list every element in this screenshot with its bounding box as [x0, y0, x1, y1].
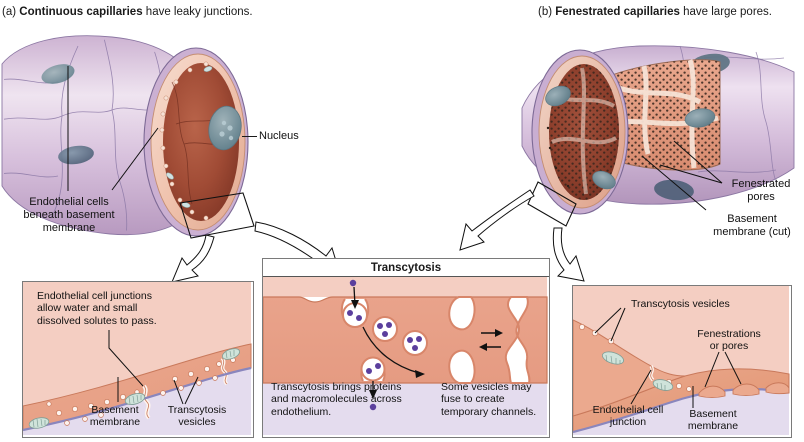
panel-right-fenestrations-line1: Fenestrations [697, 328, 761, 340]
label-basement-membrane-cut-line2: membrane (cut) [713, 226, 791, 238]
panel-transcytosis-caption-right: Some vesicles may fuse to create tempora… [441, 381, 547, 418]
leader-fenestrated-pores [659, 140, 723, 184]
panel-transcytosis-caption-right-line1: Some vesicles may [441, 381, 532, 393]
panel-transcytosis-caption-right-line3: temporary channels. [441, 405, 537, 418]
panel-right-label-endothelial-junction: Endothelial cell junction [577, 404, 679, 429]
leader-basement-membrane-cut [641, 155, 707, 211]
panel-left-callout-line1: Endothelial cell junctions [37, 290, 152, 302]
label-endothelial-cells-a: Endothelial cells beneath basement membr… [4, 196, 134, 235]
panel-transcytosis-artwork [263, 277, 548, 435]
panel-left-callout-line2: allow water and small [37, 302, 138, 315]
panel-transcytosis-caption-left-line3: endothelium. [271, 405, 332, 418]
leader-nucleus-a [242, 136, 257, 137]
panel-left-vesicles-line2: vesicles [178, 416, 216, 429]
header-a-prefix: (a) [2, 6, 17, 18]
header-b-rest: have large pores. [683, 6, 772, 18]
label-endothelial-cells-a-line2: beneath basement [23, 209, 115, 221]
panel-continuous-detail: Endothelial cell junctions allow water a… [22, 281, 254, 438]
label-basement-membrane-cut-line1: Basement [727, 213, 777, 225]
panel-transcytosis-caption-left-line2: and macromolecules across [271, 393, 402, 406]
panel-left-artwork [23, 282, 252, 435]
label-fenestrated-pores-line2: pores [747, 191, 775, 203]
panel-transcytosis-caption-left-line1: Transcytosis brings proteins [271, 381, 402, 393]
panel-left-label-basement-membrane: Basement membrane [65, 404, 165, 429]
header-a-bold: Continuous capillaries [19, 6, 143, 18]
header-b: (b) Fenestrated capillaries have large p… [538, 5, 772, 19]
panel-transcytosis-caption-right-line2: fuse to create [441, 393, 505, 406]
label-endothelial-cells-a-line1: Endothelial cells [29, 196, 109, 208]
panel-right-fenestrations-line2: or pores [709, 340, 749, 353]
panel-left-callout: Endothelial cell junctions allow water a… [37, 290, 227, 327]
panel-right-junction-line1: Endothelial cell [592, 404, 664, 416]
header-b-bold: Fenestrated capillaries [555, 6, 680, 18]
panel-right-basement-line2: membrane [687, 420, 739, 433]
panel-left-vesicles-line1: Transcytosis [167, 404, 227, 416]
panel-right-junction-line2: junction [609, 416, 647, 429]
header-b-prefix: (b) [538, 6, 553, 18]
label-fenestrated-pores: Fenestrated pores [718, 178, 804, 204]
panel-right-basement-line1: Basement [689, 408, 737, 420]
label-basement-membrane-cut: Basement membrane (cut) [700, 213, 804, 239]
header-a-rest: have leaky junctions. [145, 6, 253, 18]
header-a: (a) Continuous capillaries have leaky ju… [2, 5, 253, 19]
label-nucleus-a: Nucleus [259, 130, 299, 142]
label-endothelial-cells-a-line3: membrane [42, 222, 96, 234]
leader-endothelial-cells-a [67, 66, 159, 191]
panel-left-basement-line2: membrane [89, 416, 141, 429]
panel-right-label-transcytosis-vesicles: Transcytosis vesicles [631, 298, 730, 310]
panel-left-callout-line3: dissolved solutes to pass. [37, 314, 157, 327]
right-vessel-zoom-callout [459, 181, 585, 282]
continuous-capillary-illustration [1, 35, 249, 237]
panel-right-artwork [573, 286, 790, 435]
fenestrated-capillary-illustration [521, 45, 795, 215]
panel-transcytosis: Transcytosis [262, 258, 550, 438]
label-fenestrated-pores-line1: Fenestrated [731, 178, 791, 190]
panel-left-label-transcytosis-vesicles: Transcytosis vesicles [149, 404, 245, 429]
panel-right-label-fenestrations: Fenestrations or pores [685, 328, 773, 353]
panel-fenestrated-detail: Transcytosis vesicles Fenestrations or p… [572, 285, 792, 438]
panel-transcytosis-title: Transcytosis [263, 259, 549, 277]
panel-left-basement-line1: Basement [91, 404, 139, 416]
panel-transcytosis-caption-left: Transcytosis brings proteins and macromo… [271, 381, 423, 418]
panel-right-label-basement-membrane: Basement membrane [665, 408, 761, 433]
